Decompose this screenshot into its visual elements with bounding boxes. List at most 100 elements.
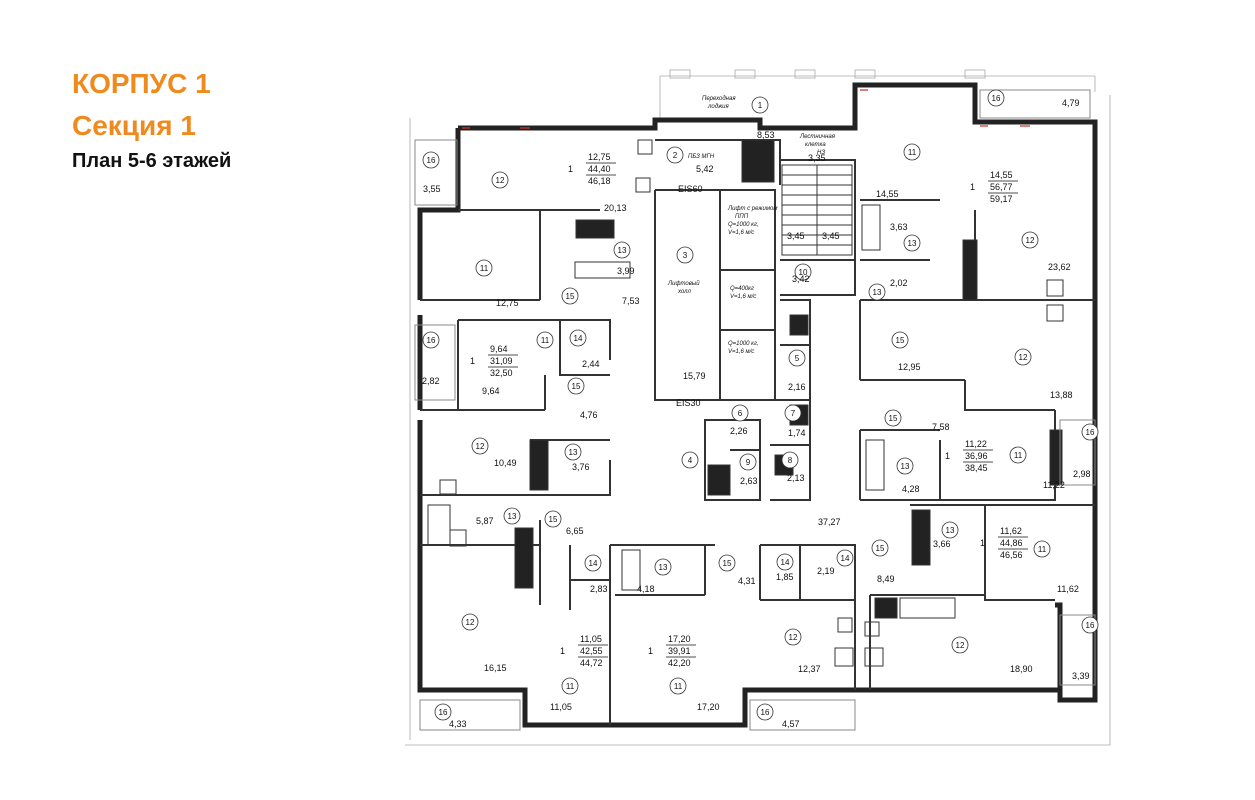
- svg-text:12: 12: [466, 618, 475, 627]
- room-area: 4,57: [782, 719, 800, 729]
- svg-text:1: 1: [758, 101, 763, 110]
- room-area: 3,45: [787, 231, 805, 241]
- room-number: 3: [676, 246, 694, 264]
- room-area: 4,76: [580, 410, 598, 420]
- room-number: 15: [567, 377, 585, 395]
- fixtures: [427, 139, 1064, 667]
- room-number: 12: [461, 613, 479, 631]
- svg-text:3: 3: [683, 251, 688, 260]
- room-area: 2,98: [1073, 469, 1091, 479]
- svg-text:10: 10: [799, 268, 808, 277]
- room-number: 11: [561, 677, 579, 695]
- svg-text:Q=1000 кг,: Q=1000 кг,: [728, 222, 759, 228]
- room-area: 4,79: [1062, 98, 1080, 108]
- balconies: [414, 89, 1096, 731]
- room-area: 16,15: [484, 663, 507, 673]
- room-area: 2,82: [422, 376, 440, 386]
- room-number: 9: [739, 453, 757, 471]
- apartment-rooms: 1: [980, 538, 985, 548]
- apartment-rooms: 1: [560, 646, 565, 656]
- apartment-living: 11,05: [580, 634, 602, 644]
- room-number: 13: [903, 234, 921, 252]
- svg-text:Переходная: Переходная: [702, 96, 736, 102]
- room-area: 3,76: [572, 462, 590, 472]
- room-number: 16: [1081, 616, 1099, 634]
- room-area: 10,49: [494, 458, 517, 468]
- room-number: 12: [784, 628, 802, 646]
- svg-text:16: 16: [427, 156, 436, 165]
- room-area: 5,87: [476, 516, 494, 526]
- svg-text:клетка: клетка: [805, 142, 826, 148]
- svg-text:13: 13: [618, 246, 627, 255]
- svg-text:13: 13: [946, 526, 955, 535]
- svg-text:14: 14: [781, 558, 790, 567]
- apartment-rooms: 1: [568, 164, 573, 174]
- svg-text:5: 5: [795, 354, 800, 363]
- apartment-total: 31,09: [490, 356, 513, 366]
- room-number: 13: [503, 507, 521, 525]
- svg-text:V=1,6 м/с: V=1,6 м/с: [728, 230, 754, 236]
- apartment-labels: 112,7544,4046,18114,5556,7759,1719,6431,…: [470, 152, 1028, 668]
- room-number: 12: [1014, 348, 1032, 366]
- svg-text:16: 16: [1086, 428, 1095, 437]
- svg-text:12: 12: [789, 633, 798, 642]
- room-number: 13: [613, 241, 631, 259]
- apartment-total-loggia: 42,20: [668, 658, 691, 668]
- apartment-total: 39,91: [668, 646, 691, 656]
- svg-text:7: 7: [791, 409, 796, 418]
- svg-text:13: 13: [569, 448, 578, 457]
- room-number: 15: [884, 409, 902, 427]
- room-number: 12: [471, 437, 489, 455]
- svg-text:11: 11: [908, 148, 917, 157]
- room-area: 8,49: [877, 574, 895, 584]
- apartment-total: 56,77: [990, 182, 1013, 192]
- svg-text:11: 11: [1038, 545, 1047, 554]
- room-area: 9,64: [482, 386, 500, 396]
- apartment-total: 44,86: [1000, 538, 1023, 548]
- wall-hatch: [462, 89, 1030, 129]
- room-area: 2,13: [787, 473, 805, 483]
- apartment-living: 17,20: [668, 634, 691, 644]
- apartment-total-loggia: 46,56: [1000, 550, 1023, 560]
- svg-text:15: 15: [723, 559, 732, 568]
- room-area: 1,85: [776, 572, 794, 582]
- room-number: 15: [871, 539, 889, 557]
- room-area: 3,55: [423, 184, 441, 194]
- room-number: 2: [666, 146, 684, 164]
- room-number: 16: [987, 89, 1005, 107]
- room-area: 13,88: [1050, 390, 1073, 400]
- svg-text:11: 11: [480, 264, 489, 273]
- room-number: 10: [794, 263, 812, 281]
- svg-text:12: 12: [956, 641, 965, 650]
- apartment-total: 42,55: [580, 646, 603, 656]
- room-number: 6: [731, 404, 749, 422]
- room-area: 3,99: [617, 266, 635, 276]
- apartment-total: 44,40: [588, 164, 611, 174]
- room-number: 16: [422, 331, 440, 349]
- svg-text:Лифт с режимом: Лифт с режимом: [727, 206, 777, 212]
- room-number: 16: [422, 151, 440, 169]
- apartment-total-loggia: 32,50: [490, 368, 513, 378]
- svg-text:13: 13: [659, 563, 668, 572]
- stair: [781, 164, 853, 256]
- svg-text:11: 11: [1014, 451, 1023, 460]
- room-number: 11: [475, 259, 493, 277]
- svg-text:16: 16: [761, 708, 770, 717]
- room-number: 13: [654, 558, 672, 576]
- room-area: 2,19: [817, 566, 835, 576]
- room-area: 1,74: [788, 428, 806, 438]
- room-number: 13: [564, 443, 582, 461]
- room-area: 11,62: [1057, 584, 1079, 594]
- dimension-lines: [405, 69, 1111, 746]
- svg-text:11: 11: [674, 682, 683, 691]
- room-area: 37,27: [818, 517, 841, 527]
- svg-text:13: 13: [901, 462, 910, 471]
- room-number: 14: [584, 554, 602, 572]
- apartment-total-loggia: 46,18: [588, 176, 611, 186]
